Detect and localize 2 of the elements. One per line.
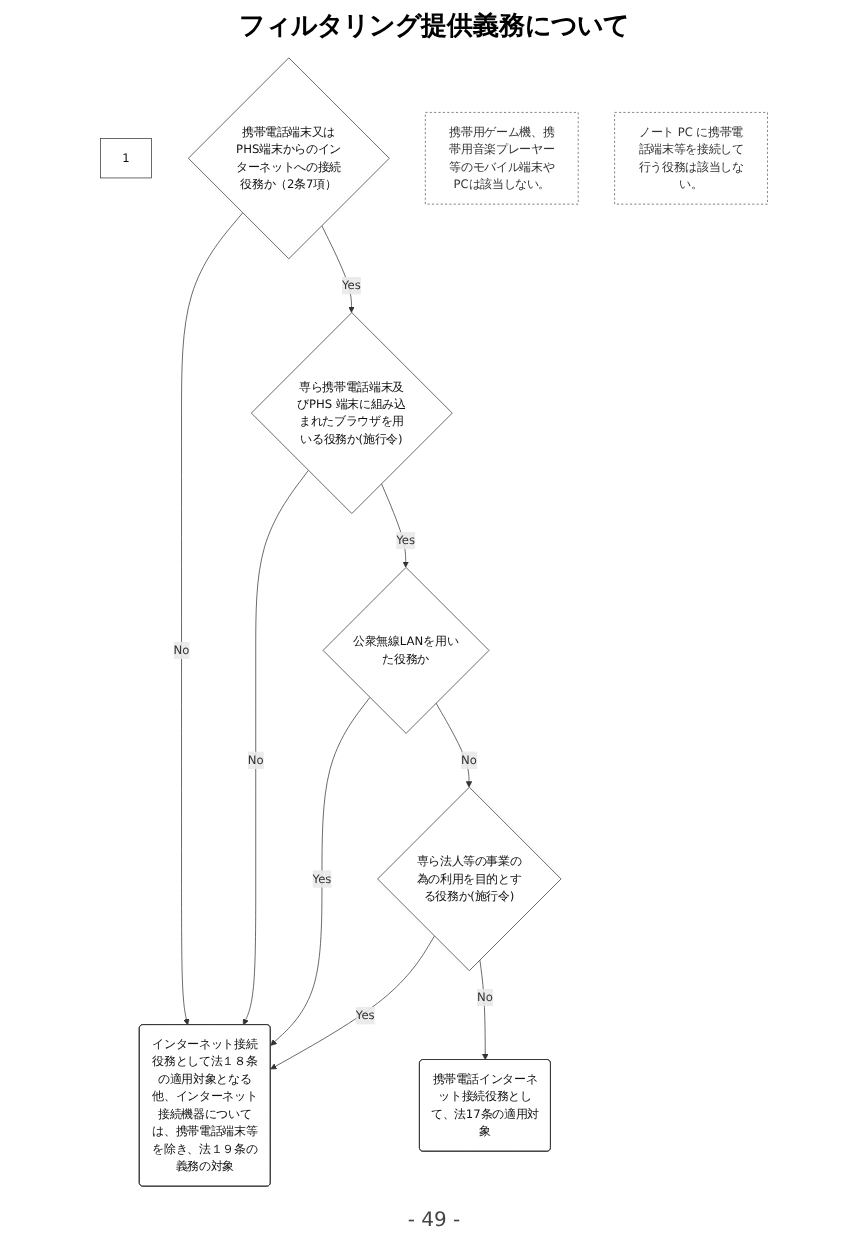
page-number: - 49 - <box>407 1210 461 1232</box>
diagram-title: フィルタリング提供義務について <box>237 10 631 44</box>
